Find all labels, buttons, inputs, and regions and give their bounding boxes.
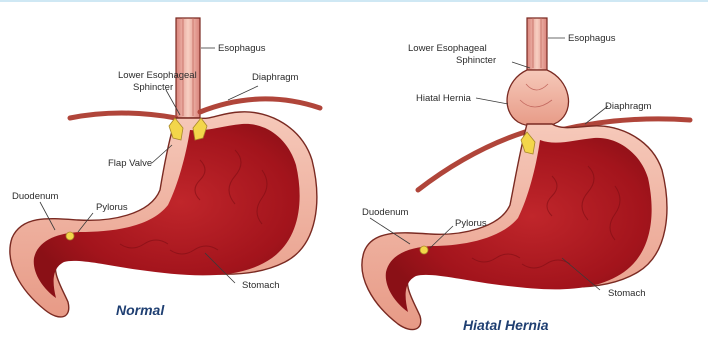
normal-label-stomach: Stomach [242,280,280,291]
normal-label-pylorus: Pylorus [96,202,128,213]
normal-label-duodenum: Duodenum [12,191,59,202]
hernia-esophagus-tube [527,18,547,70]
hernia-label-duodenum: Duodenum [362,207,409,218]
hernia-label-les-line1: Lower Esophageal [408,43,487,54]
normal-label-diaphragm: Diaphragm [252,72,299,83]
hernia-label-hiatal-hernia: Hiatal Hernia [416,93,472,104]
normal-label-les-line1: Lower Esophageal [118,70,197,81]
normal-esophagus-tube [176,18,200,118]
hernia-label-les-line2: Sphincter [456,55,496,66]
hernia-bulge [507,70,568,127]
hernia-label-stomach: Stomach [608,288,646,299]
normal-label-les-line2: Sphincter [133,82,173,93]
hernia-stomach-illustration [362,18,690,330]
normal-stomach-illustration [10,18,320,317]
normal-caption: Normal [116,302,165,318]
hernia-caption: Hiatal Hernia [463,317,549,333]
hernia-label-pylorus: Pylorus [455,218,487,229]
normal-label-flap-valve: Flap Valve [108,158,152,169]
hernia-label-esophagus: Esophagus [568,33,616,44]
normal-label-esophagus: Esophagus [218,43,266,54]
hernia-label-diaphragm: Diaphragm [605,101,652,112]
